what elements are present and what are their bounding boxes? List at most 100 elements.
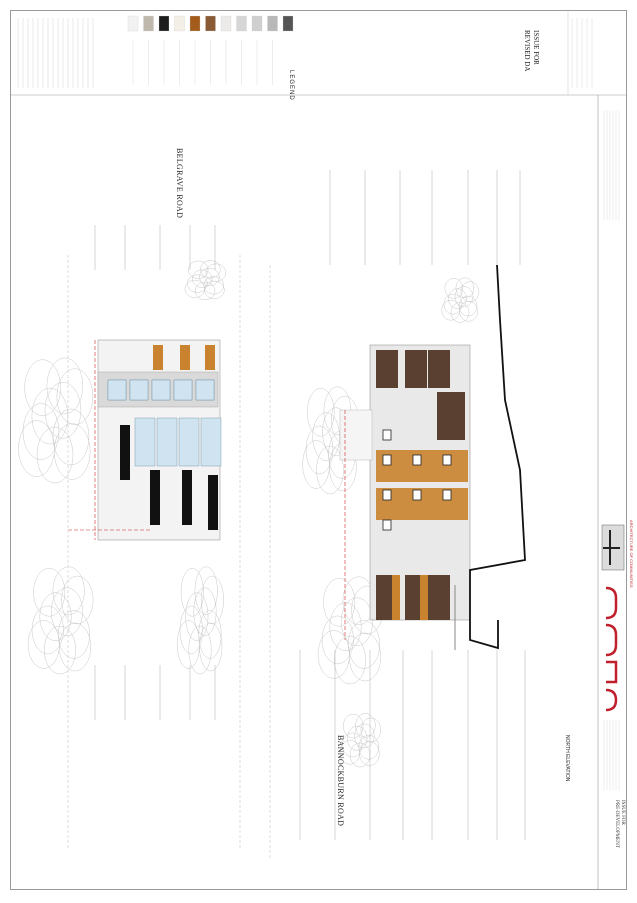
tree-leaf-cluster [347, 620, 380, 669]
tree-leaf-cluster [450, 302, 470, 323]
tree-leaf-cluster [200, 260, 221, 279]
upper-timber-panel [180, 345, 190, 370]
upper-timber-panel [153, 345, 163, 370]
road-label-upper: BELGRAVE ROAD [175, 148, 184, 219]
tree-leaf-cluster [61, 575, 94, 625]
logo-letter-e [605, 623, 618, 657]
tree-leaf-cluster [199, 622, 223, 672]
upper-dark-balustrade [120, 425, 130, 480]
tree-leaf-cluster [53, 423, 91, 480]
lower-building-body [369, 344, 471, 621]
tree-upper-mid [27, 566, 94, 675]
lower-window [412, 454, 422, 466]
tree-leaf-cluster [355, 713, 376, 738]
upper-timber-panel [205, 345, 215, 370]
tree-leaf-cluster [448, 288, 467, 309]
tree-leaf-cluster [180, 568, 204, 617]
tree-leaf-cluster [198, 610, 222, 659]
tree-leaf-cluster [306, 388, 335, 437]
issue-stamp-line2: REVISED DA [523, 30, 531, 72]
tree-leaf-cluster [334, 635, 366, 685]
tree-leaf-cluster [340, 597, 373, 646]
tree-leaf-cluster [349, 632, 382, 682]
tree-lower-bottom [339, 713, 382, 768]
upper-window-large [178, 417, 200, 467]
tree-leaf-cluster [44, 625, 76, 675]
lower-window [382, 489, 392, 501]
upper-window-large [200, 417, 222, 467]
issue-stamp: ISSUE FOR REVISED DA [522, 30, 540, 110]
tree-leaf-cluster [44, 382, 82, 439]
upper-window-top [195, 379, 215, 401]
tree-leaf-cluster [31, 387, 69, 445]
upper-window-large [134, 417, 156, 467]
material-swatch [251, 15, 263, 32]
lower-dark-cladding-side [437, 392, 465, 440]
tree-leaf-cluster [188, 260, 209, 279]
material-swatch [205, 15, 216, 32]
logo-letter-s [605, 688, 618, 712]
tree-upper-right [184, 260, 227, 301]
upper-window-large [156, 417, 178, 467]
tree-leaf-cluster [203, 276, 224, 295]
tree-leaf-cluster [59, 622, 92, 672]
tree-leaf-cluster [312, 412, 340, 461]
lower-dark-cladding [405, 350, 427, 388]
tree-leaf-cluster [31, 605, 64, 655]
material-swatch [158, 15, 170, 32]
tree-leaf-cluster [305, 425, 334, 475]
tree-lower-right [441, 277, 480, 323]
lower-dark-cladding [376, 350, 398, 388]
tree-leaf-cluster [179, 605, 203, 655]
status-line2: PRE-DEVELOPMENT [614, 800, 619, 848]
tree-leaf-cluster [192, 269, 213, 288]
tree-leaf-cluster [329, 602, 362, 651]
lower-ground-profile [469, 264, 526, 650]
tree-leaf-cluster [193, 587, 217, 636]
tree-leaf-cluster [454, 286, 474, 307]
upper-window-top [173, 379, 193, 401]
tree-leaf-cluster [459, 301, 478, 322]
tree-leaf-cluster [199, 267, 220, 287]
tree-leaf-cluster [52, 566, 85, 616]
tree-leaf-cluster [188, 625, 212, 675]
tree-leaf-cluster [46, 357, 84, 415]
tree-leaf-cluster [321, 615, 354, 665]
tree-leaf-cluster [358, 734, 379, 760]
tree-leaf-cluster [323, 578, 356, 627]
lower-window [442, 489, 452, 501]
lower-window [382, 454, 392, 466]
issue-stamp-line1: ISSUE FOR [532, 30, 540, 65]
tree-leaf-cluster [343, 713, 364, 739]
tree-leaf-cluster [22, 403, 60, 460]
tree-leaf-cluster [50, 587, 83, 636]
lower-timber-strip [392, 575, 400, 620]
tree-leaf-cluster [360, 717, 382, 743]
tree-leaf-cluster [52, 408, 90, 466]
tree-leaf-cluster [194, 566, 218, 616]
tree-leaf-cluster [316, 445, 344, 495]
tree-upper-bottom [176, 566, 224, 675]
material-swatch [143, 15, 154, 32]
logo-letter-u [606, 660, 618, 684]
tree-leaf-cluster [18, 420, 55, 477]
tree-leaf-cluster [205, 263, 227, 282]
road-label-lower: BANNOCKBURN ROAD [336, 735, 345, 827]
tree-leaf-cluster [460, 281, 480, 302]
tree-leaf-cluster [200, 575, 224, 625]
material-swatch [267, 15, 278, 32]
tree-leaf-cluster [204, 280, 225, 299]
lower-window [382, 429, 392, 441]
tree-leaf-cluster [302, 440, 330, 489]
tree-leaf-cluster [458, 295, 478, 317]
tree-leaf-cluster [36, 426, 74, 484]
drawing-title: NORTH ELEVATION [564, 735, 570, 782]
tree-upper-top [18, 357, 94, 484]
tree-leaf-cluster [317, 630, 350, 679]
material-swatch [236, 15, 247, 32]
tree-leaf-cluster [24, 359, 61, 416]
lower-entry-volume [339, 409, 373, 461]
material-swatch [174, 15, 185, 32]
status-line1: ISSUE FOR [620, 800, 625, 825]
